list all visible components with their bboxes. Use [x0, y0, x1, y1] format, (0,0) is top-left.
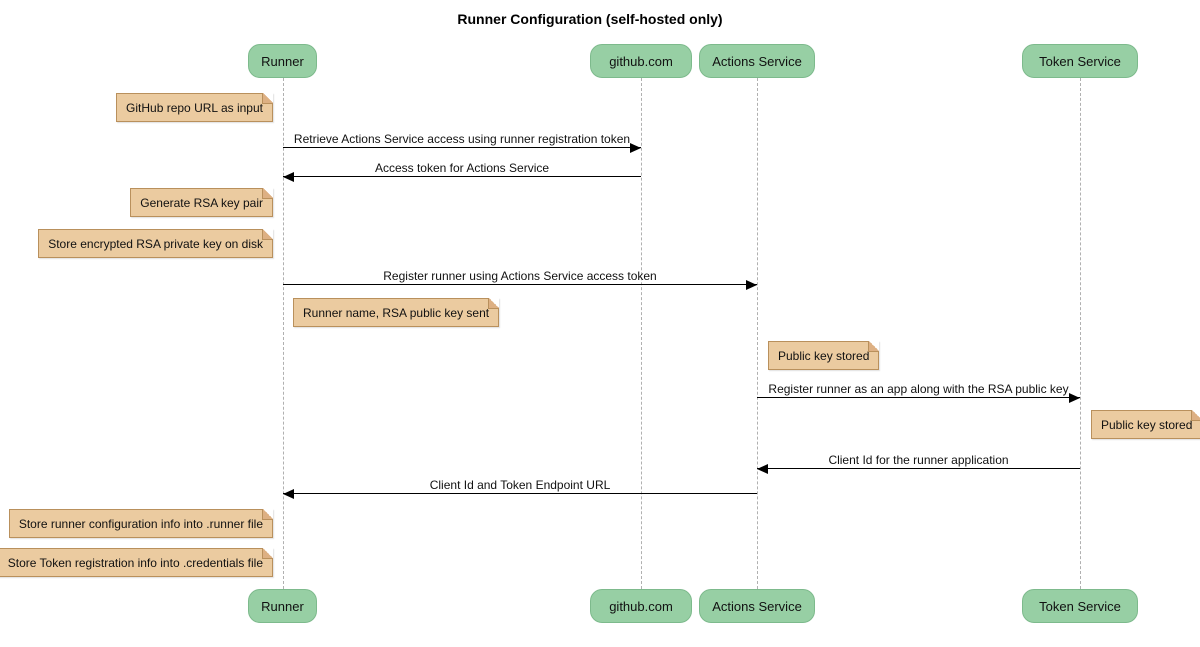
page-title: Runner Configuration (self-hosted only)	[457, 11, 723, 27]
arrow-right-icon	[757, 393, 1080, 403]
message-access-token-for-actions: Access token for Actions Service	[283, 161, 641, 182]
message-label: Register runner as an app along with the…	[768, 382, 1069, 396]
participant-runner-top: Runner	[248, 44, 317, 78]
lifeline-runner	[283, 78, 284, 589]
message-label: Register runner using Actions Service ac…	[383, 269, 657, 283]
note-public-key-stored-actions: Public key stored	[768, 341, 880, 370]
arrow-right-icon	[283, 280, 757, 290]
note-runner-name-public-key-sent: Runner name, RSA public key sent	[293, 298, 500, 327]
message-client-id-token-endpoint: Client Id and Token Endpoint URL	[283, 478, 757, 499]
lifeline-github	[641, 78, 642, 589]
participant-token-service-top: Token Service	[1022, 44, 1138, 78]
message-register-runner-as-app: Register runner as an app along with the…	[757, 382, 1080, 403]
message-label: Access token for Actions Service	[374, 161, 550, 175]
note-store-encrypted-private-key: Store encrypted RSA private key on disk	[38, 229, 273, 258]
message-client-id-for-runner-app: Client Id for the runner application	[757, 453, 1080, 474]
message-label: Client Id for the runner application	[828, 453, 1009, 467]
note-store-token-registration: Store Token registration info into .cred…	[0, 548, 274, 577]
arrow-left-icon	[283, 489, 757, 499]
arrow-left-icon	[757, 464, 1080, 474]
participant-runner-bottom: Runner	[248, 589, 317, 623]
participant-actions-service-bottom: Actions Service	[699, 589, 815, 623]
participant-github-bottom: github.com	[590, 589, 692, 623]
note-generate-rsa-key-pair: Generate RSA key pair	[130, 188, 273, 217]
message-register-runner: Register runner using Actions Service ac…	[283, 269, 757, 290]
arrow-left-icon	[283, 172, 641, 182]
message-label: Retrieve Actions Service access using ru…	[293, 132, 631, 146]
message-label: Client Id and Token Endpoint URL	[429, 478, 611, 492]
message-retrieve-actions-access: Retrieve Actions Service access using ru…	[283, 132, 641, 153]
lifeline-token-service	[1080, 78, 1081, 589]
note-store-runner-config: Store runner configuration info into .ru…	[8, 509, 274, 538]
note-github-repo-url: GitHub repo URL as input	[116, 93, 273, 122]
note-public-key-stored-token: Public key stored	[1091, 410, 1200, 439]
participant-token-service-bottom: Token Service	[1022, 589, 1138, 623]
lifeline-actions-service	[757, 78, 758, 589]
arrow-right-icon	[283, 143, 641, 153]
participant-github-top: github.com	[590, 44, 692, 78]
participant-actions-service-top: Actions Service	[699, 44, 815, 78]
